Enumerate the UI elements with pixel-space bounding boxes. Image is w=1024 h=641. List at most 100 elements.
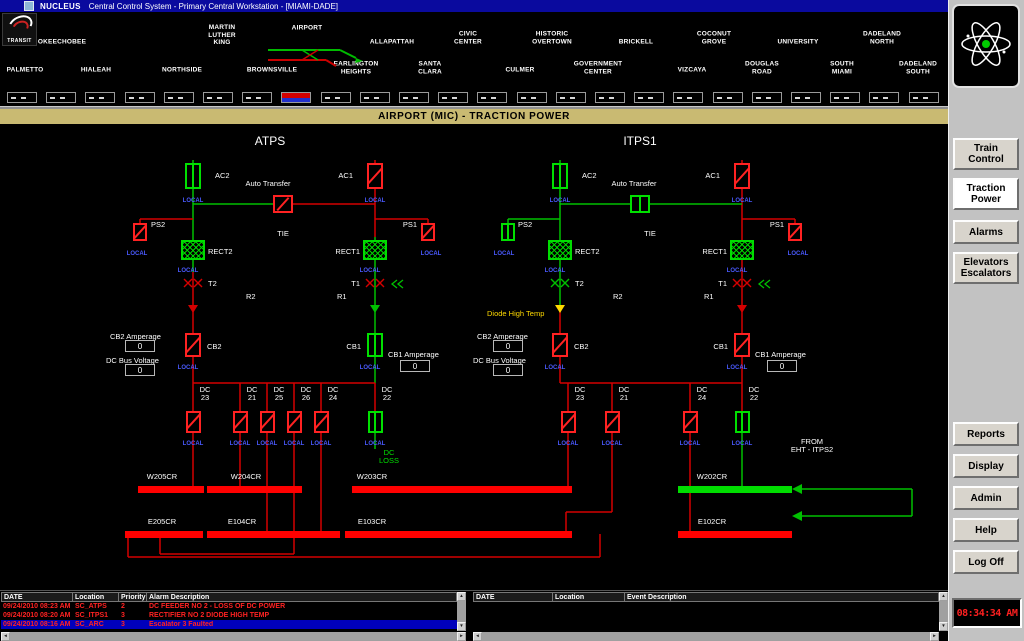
atps-ps1-breaker[interactable] [421,223,435,241]
station-indicator[interactable] [46,92,77,103]
scroll-up-icon[interactable]: ▲ [457,592,466,601]
map-station-label: PALMETTO [6,66,44,74]
sidebar-button-reports[interactable]: Reports [953,422,1019,446]
station-indicator[interactable] [438,92,469,103]
station-indicator[interactable] [555,92,586,103]
station-indicator[interactable] [908,92,939,103]
station-indicator[interactable] [281,92,312,103]
map-station-label: HISTORIC OVERTOWN [532,30,572,46]
station-indicator[interactable] [830,92,861,103]
itps1-ps1-breaker[interactable] [788,223,802,241]
breaker-state-line [261,413,273,431]
itps1-cb1-breaker[interactable] [734,333,750,357]
track-e103cr[interactable] [345,531,572,538]
atps-dc21-breaker[interactable] [232,411,248,433]
station-indicator[interactable] [869,92,900,103]
map-station-label: VIZCAYA [677,66,707,74]
station-indicator[interactable] [359,92,390,103]
sidebar-button-help[interactable]: Help [953,518,1019,542]
atps-dc24-breaker[interactable] [313,411,329,433]
track-section-label: W205CR [146,472,178,481]
atps-cb2-breaker[interactable] [185,333,201,357]
track-section-label: W203CR [356,472,388,481]
station-indicator[interactable] [242,92,273,103]
transformer-symbol [560,278,570,288]
track-e104cr[interactable] [207,531,340,538]
atps-dc26-breaker[interactable] [286,411,302,433]
itps1-ps2-breaker[interactable] [501,223,515,241]
schematic-label: CB1 Amperage [755,350,806,359]
station-indicator[interactable] [399,92,429,103]
station-indicator[interactable] [751,92,782,103]
station-indicator[interactable] [85,92,116,103]
station-indicator[interactable] [124,92,155,103]
atps-ps2-breaker[interactable] [133,223,147,241]
itps1-ac1-breaker[interactable] [734,163,750,189]
scroll-up-icon[interactable]: ▲ [939,592,948,601]
itps1-cb2-breaker[interactable] [552,333,568,357]
track-w203cr[interactable] [352,486,572,493]
itps1-dc-bus-voltage-display: 0 [493,364,523,376]
station-indicator[interactable] [477,92,508,103]
itps1-dc23-breaker[interactable] [560,411,576,433]
track-w204cr[interactable] [207,486,302,493]
station-indicator[interactable] [320,92,351,103]
itps1-rect2-rectifier[interactable] [548,240,572,260]
sidebar-button-alarms[interactable]: Alarms [953,220,1019,244]
event-vertical-scrollbar[interactable]: ▲ ▼ [939,592,948,631]
scroll-right-icon[interactable]: ► [457,632,466,641]
itps1-dc21-breaker[interactable] [604,411,620,433]
atps-rect2-rectifier[interactable] [181,240,205,260]
scroll-down-icon[interactable]: ▼ [939,622,948,631]
atps-tie-breaker[interactable] [273,195,293,213]
sidebar-button-admin[interactable]: Admin [953,486,1019,510]
station-indicator[interactable] [673,92,704,103]
station-indicator[interactable] [163,92,194,103]
itps1-rect1-rectifier[interactable] [730,240,754,260]
station-indicator[interactable] [516,92,547,103]
schematic-label: DC 21 [246,385,258,402]
itps1-dc22-breaker[interactable] [734,411,750,433]
sidebar-button-train-control[interactable]: Train Control [953,138,1019,170]
alarm-horizontal-scrollbar[interactable]: ◄ ► [1,632,466,641]
atps-cb1-breaker[interactable] [367,333,383,357]
track-w205cr[interactable] [138,486,204,493]
track-e205cr[interactable] [125,531,203,538]
itps1-ac2-breaker[interactable] [552,163,568,189]
alarm-vertical-scrollbar[interactable]: ▲ ▼ [457,592,466,631]
scroll-right-icon[interactable]: ► [930,632,939,641]
atps-ac1-breaker[interactable] [367,163,383,189]
sidebar-button-traction-power[interactable]: Traction Power [953,178,1019,210]
atps-dc23-breaker[interactable] [185,411,201,433]
station-indicator[interactable] [595,92,625,103]
local-mode-label: LOCAL [493,251,515,257]
event-horizontal-scrollbar[interactable]: ◄ ► [473,632,939,641]
scroll-left-icon[interactable]: ◄ [1,632,10,641]
sidebar-button-log-off[interactable]: Log Off [953,550,1019,574]
map-station-label: DOUGLAS ROAD [745,60,779,76]
itps1-tie-breaker[interactable] [630,195,650,213]
track-w202cr[interactable] [678,486,792,493]
atps-ac2-breaker[interactable] [185,163,201,189]
station-indicator[interactable] [712,92,743,103]
atps-dc25-breaker[interactable] [259,411,275,433]
transformer-symbol [375,278,385,288]
breaker-state-line [559,165,561,187]
atps-rect1-rectifier[interactable] [363,240,387,260]
atps-dc22-breaker[interactable] [367,411,383,433]
station-indicator[interactable] [203,92,233,103]
sidebar-button-elevators-escalators[interactable]: Elevators Escalators [953,252,1019,284]
local-mode-label: LOCAL [544,268,566,274]
sidebar-button-display[interactable]: Display [953,454,1019,478]
track-e102cr[interactable] [678,531,792,538]
scroll-left-icon[interactable]: ◄ [473,632,482,641]
itps1-dc24-breaker[interactable] [682,411,698,433]
station-indicator[interactable] [7,92,37,103]
station-indicator[interactable] [791,92,821,103]
scroll-down-icon[interactable]: ▼ [457,622,466,631]
station-indicator[interactable] [634,92,665,103]
